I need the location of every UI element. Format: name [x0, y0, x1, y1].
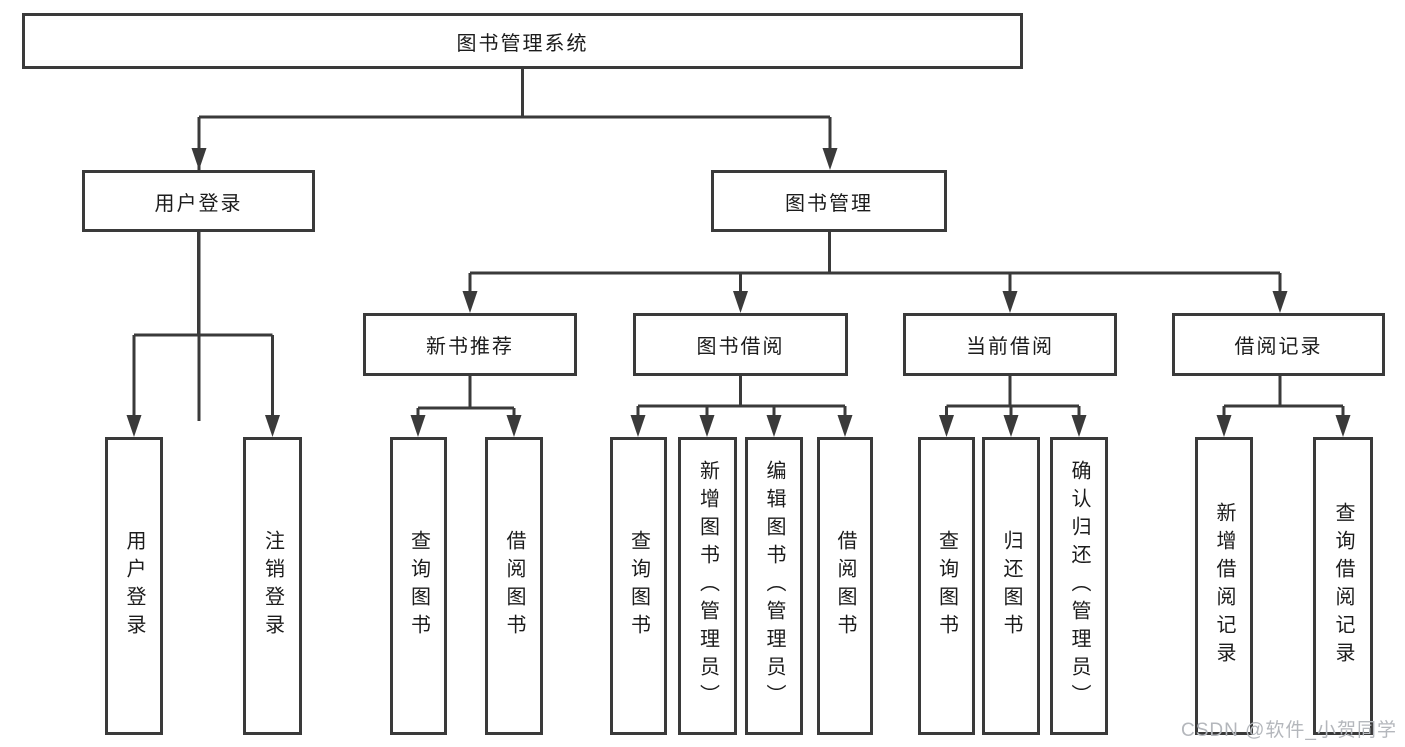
node-leaf-add-books-admin: 新增图书（管理员）: [678, 437, 737, 735]
node-user-login: 用户登录: [82, 170, 315, 232]
node-label: 图书借阅: [696, 336, 785, 358]
node-label: 新书推荐: [426, 336, 514, 358]
node-book-borrowing: 图书借阅: [633, 313, 848, 376]
node-leaf-logout: 注销登录: [243, 437, 302, 735]
node-label: 编辑图书（管理员）: [763, 460, 785, 712]
node-label: 查询图书: [407, 530, 430, 642]
node-leaf-query-books-recommend: 查询图书: [390, 437, 447, 735]
node-leaf-edit-books-admin: 编辑图书（管理员）: [745, 437, 803, 735]
node-leaf-query-borrow-record: 查询借阅记录: [1313, 437, 1373, 735]
node-leaf-borrow-books-recommend: 借阅图书: [485, 437, 543, 735]
node-current-borrowing: 当前借阅: [903, 313, 1117, 376]
node-leaf-return-books: 归还图书: [982, 437, 1040, 735]
node-label: 确认归还（管理员）: [1068, 460, 1090, 712]
node-leaf-add-borrow-record: 新增借阅记录: [1195, 437, 1253, 735]
node-label: 借阅图书: [503, 530, 525, 642]
node-leaf-user-login: 用户登录: [105, 437, 163, 735]
node-label: 查询借阅记录: [1332, 502, 1354, 670]
node-new-book-recommend: 新书推荐: [363, 313, 577, 376]
node-label: 查询图书: [935, 530, 958, 642]
node-label: 用户登录: [123, 530, 145, 642]
csdn-watermark: CSDN @软件_小贺同学: [1181, 720, 1397, 741]
node-label: 新增图书（管理员）: [696, 460, 719, 712]
node-book-management: 图书管理: [711, 170, 947, 232]
node-label: 注销登录: [261, 530, 284, 642]
node-label: 用户登录: [154, 192, 243, 215]
node-leaf-query-books-borrowing: 查询图书: [610, 437, 667, 735]
node-label: 借阅记录: [1234, 336, 1323, 358]
node-label: 借阅图书: [834, 530, 856, 642]
node-label: 当前借阅: [966, 336, 1054, 358]
node-label: 归还图书: [1000, 530, 1022, 642]
node-label: 新增借阅记录: [1213, 502, 1235, 670]
node-label: 查询图书: [627, 530, 650, 642]
node-leaf-query-books-current: 查询图书: [918, 437, 975, 735]
node-leaf-confirm-return-admin: 确认归还（管理员）: [1050, 437, 1108, 735]
node-label: 图书管理: [785, 192, 873, 215]
node-borrowing-records: 借阅记录: [1172, 313, 1385, 376]
node-library-management-system: 图书管理系统: [22, 13, 1023, 69]
node-label: 图书管理系统: [456, 32, 589, 55]
node-leaf-borrow-books-borrowing: 借阅图书: [817, 437, 873, 735]
